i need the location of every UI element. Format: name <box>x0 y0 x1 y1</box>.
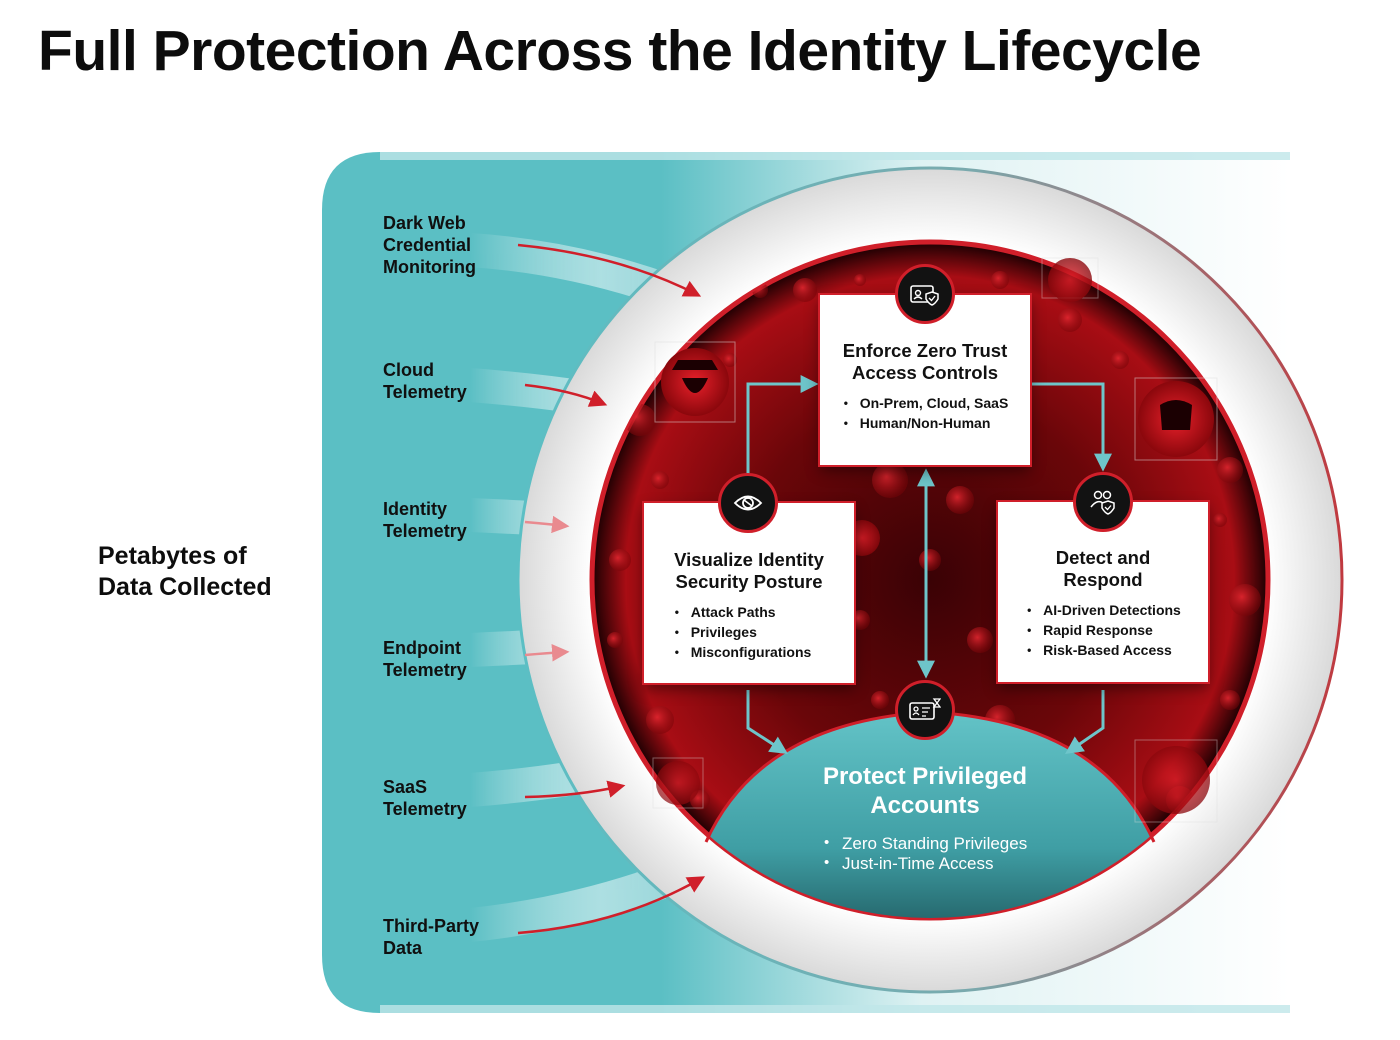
card-bullet: Human/Non-Human <box>842 413 1009 433</box>
eye-icon <box>718 473 778 533</box>
credential-timer-icon <box>895 680 955 740</box>
source-label-identity: Identity Telemetry <box>383 499 467 541</box>
card-bullet: On-Prem, Cloud, SaaS <box>842 393 1009 413</box>
users-shield-icon <box>1073 472 1133 532</box>
page-title: Full Protection Across the Identity Life… <box>38 19 1202 83</box>
connector-arrows <box>746 375 1112 755</box>
bottom-rail <box>380 1005 1290 1013</box>
card-bullet: Misconfigurations <box>673 642 812 662</box>
protect-dome <box>706 712 1154 918</box>
card-bullet: Risk-Based Access <box>1025 640 1181 660</box>
card-bullet: Privileges <box>673 622 812 642</box>
source-label-saas: SaaS Telemetry <box>383 777 467 819</box>
source-label-dark-web: Dark Web Credential Monitoring <box>383 213 476 277</box>
card-bullet: Rapid Response <box>1025 620 1181 640</box>
protect-bullets: Zero Standing Privileges Just-in-Time Ac… <box>822 833 1080 874</box>
threat-icon <box>1041 257 1099 302</box>
card-title: Detect and Respond <box>1055 547 1151 590</box>
card-bullets: Attack Paths Privileges Misconfiguration… <box>673 602 812 662</box>
card-bullet: AI-Driven Detections <box>1025 600 1181 620</box>
card-bullets: On-Prem, Cloud, SaaS Human/Non-Human <box>842 393 1009 433</box>
source-label-endpoint: Endpoint Telemetry <box>383 638 467 680</box>
card-bullets: AI-Driven Detections Rapid Response Risk… <box>1025 600 1181 660</box>
threat-icon <box>654 341 736 423</box>
data-collected-label: Petabytes of Data Collected <box>98 542 272 601</box>
protect-bullet: Just-in-Time Access <box>822 853 1080 874</box>
threat-icon <box>652 757 704 809</box>
protect-privileged-accounts: Protect Privileged Accounts Zero Standin… <box>770 762 1080 874</box>
id-card-shield-icon <box>895 264 955 324</box>
protect-bullet: Zero Standing Privileges <box>822 833 1080 854</box>
incoming-arrows <box>517 243 706 935</box>
threat-icon <box>1134 377 1218 461</box>
card-bullet: Attack Paths <box>673 602 812 622</box>
source-label-cloud: Cloud Telemetry <box>383 360 467 402</box>
card-detect-respond: Detect and Respond AI-Driven Detections … <box>998 502 1208 682</box>
top-rail <box>380 152 1290 160</box>
card-title: Enforce Zero Trust Access Controls <box>842 340 1008 383</box>
source-label-third-party: Third-Party Data <box>383 916 480 958</box>
protect-title: Protect Privileged Accounts <box>822 763 1028 819</box>
card-visualize-posture: Visualize Identity Security Posture Atta… <box>644 503 854 683</box>
threat-icon <box>1134 739 1218 823</box>
card-title: Visualize Identity Security Posture <box>674 549 824 592</box>
